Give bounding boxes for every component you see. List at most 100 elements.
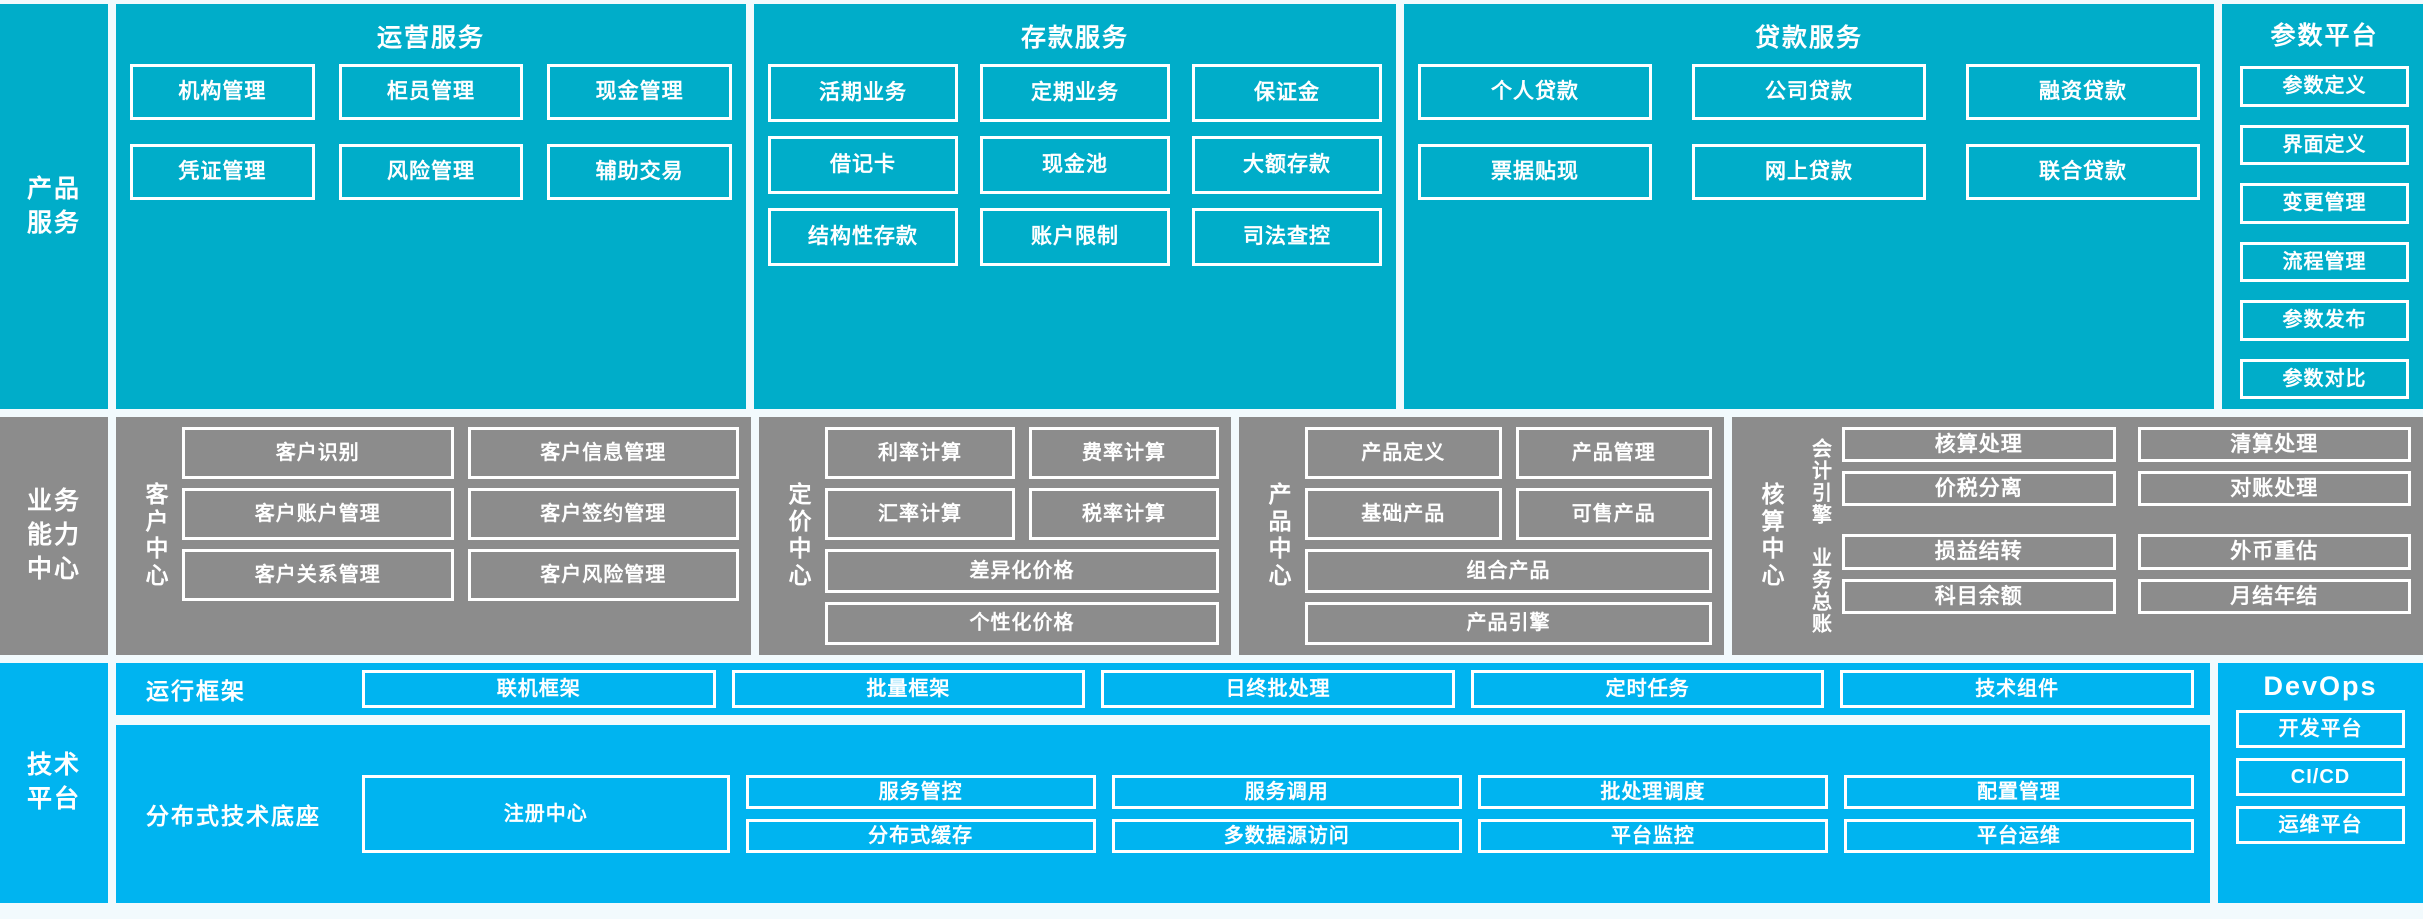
center-sublabel-general-ledger: 业务总账 (1808, 546, 1831, 635)
service-chip-financing-loan[interactable]: 融资贷款 (1966, 64, 2200, 120)
tech-chip-registry-center[interactable]: 注册中心 (362, 775, 730, 853)
tech-chip-technical-component[interactable]: 技术组件 (1840, 670, 2194, 708)
capability-chip-customer-contract-mgmt[interactable]: 客户签约管理 (467, 488, 739, 540)
capability-chip-subject-balance[interactable]: 科目余额 (1842, 578, 2116, 614)
center-label-customer: 客户中心 (142, 482, 168, 590)
tech-chip-scheduled-task[interactable]: 定时任务 (1470, 670, 1825, 708)
service-chip-structured-deposit[interactable]: 结构性存款 (768, 208, 958, 266)
capability-chip-customer-risk-mgmt[interactable]: 客户风险管理 (467, 549, 739, 601)
capability-chip-exchange-rate-calc[interactable]: 汇率计算 (825, 488, 1015, 540)
tech-chip-service-governance[interactable]: 服务管控 (745, 775, 1096, 809)
tech-chip-configuration-mgmt[interactable]: 配置管理 (1843, 775, 2194, 809)
capability-chip-sellable-product[interactable]: 可售产品 (1515, 488, 1712, 540)
group-items-deposit-service: 活期业务 定期业务 保证金 借记卡 现金池 大额存款 结构性存款 账户限制 司法… (768, 64, 1382, 395)
center-body-pricing: 利率计算 费率计算 汇率计算 税率计算 差异化价格 个性化价格 (825, 427, 1219, 645)
devops-chip-operations-platform[interactable]: 运维平台 (2236, 806, 2405, 844)
capability-chip-customer-identification[interactable]: 客户识别 (182, 427, 454, 479)
param-chip-param-compare[interactable]: 参数对比 (2240, 358, 2409, 399)
param-chip-ui-definition[interactable]: 界面定义 (2240, 124, 2409, 165)
tech-chip-batch-scheduling[interactable]: 批处理调度 (1477, 775, 1828, 809)
service-chip-judicial-control[interactable]: 司法查控 (1192, 208, 1382, 266)
capability-chip-reconciliation-processing[interactable]: 对账处理 (2137, 471, 2411, 507)
capability-chip-accounting-processing[interactable]: 核算处理 (1842, 427, 2116, 463)
group-title-operations-service: 运营服务 (376, 24, 485, 52)
accounting-divider (1842, 515, 2411, 525)
service-chip-margin-deposit[interactable]: 保证金 (1192, 64, 1382, 122)
capability-chip-customer-relationship-mgmt[interactable]: 客户关系管理 (182, 549, 454, 601)
band-runtime-framework: 运行框架 联机框架 批量框架 日终批处理 定时任务 技术组件 (116, 663, 2210, 715)
product-service-layer: 产品 服务 运营服务 机构管理 柜员管理 现金管理 凭证管理 风险管理 辅助交易… (0, 4, 2423, 409)
service-chip-online-loan[interactable]: 网上贷款 (1692, 144, 1926, 200)
capability-chip-fee-rate-calc[interactable]: 费率计算 (1029, 427, 1219, 479)
service-chip-voucher-mgmt[interactable]: 凭证管理 (130, 144, 315, 200)
service-chip-corporate-loan[interactable]: 公司贷款 (1692, 64, 1926, 120)
center-body-product: 产品定义 产品管理 基础产品 可售产品 组合产品 产品引擎 (1305, 427, 1712, 645)
service-chip-auxiliary-transaction[interactable]: 辅助交易 (547, 144, 732, 200)
service-chip-time-deposit[interactable]: 定期业务 (980, 64, 1170, 122)
capability-chip-foreign-currency-revaluation[interactable]: 外币重估 (2137, 534, 2411, 570)
accounting-chip-columns: 核算处理 清算处理 价税分离 对账处理 损益结转 外币重估 科目余额 月结年结 (1842, 427, 2411, 645)
center-row-customer-3: 客户关系管理 客户风险管理 (182, 549, 739, 601)
tech-chip-batch-framework[interactable]: 批量框架 (731, 670, 1086, 708)
param-chip-param-publish[interactable]: 参数发布 (2240, 300, 2409, 341)
service-chip-demand-deposit[interactable]: 活期业务 (768, 64, 958, 122)
tech-chip-platform-monitoring[interactable]: 平台监控 (1477, 819, 1828, 853)
service-chip-account-restriction[interactable]: 账户限制 (980, 208, 1170, 266)
center-row-customer-2: 客户账户管理 客户签约管理 (182, 488, 739, 540)
service-chip-cash-mgmt[interactable]: 现金管理 (547, 64, 732, 120)
tech-chip-platform-operations[interactable]: 平台运维 (1843, 819, 2194, 853)
devops-chip-ci-cd[interactable]: CI/CD (2236, 758, 2405, 796)
service-chip-cash-pool[interactable]: 现金池 (980, 136, 1170, 194)
capability-chip-personalized-price[interactable]: 个性化价格 (825, 601, 1219, 645)
tech-chip-service-invocation[interactable]: 服务调用 (1111, 775, 1462, 809)
service-chip-personal-loan[interactable]: 个人贷款 (1418, 64, 1652, 120)
center-label-accounting: 核算中心 (1758, 482, 1784, 590)
sidebar-title-devops: DevOps (2263, 671, 2378, 701)
tech-chip-eod-batch-processing[interactable]: 日终批处理 (1101, 670, 1455, 708)
technology-bands: 运行框架 联机框架 批量框架 日终批处理 定时任务 技术组件 分布式技术底座 注… (116, 663, 2210, 903)
param-chip-process-mgmt[interactable]: 流程管理 (2240, 241, 2409, 282)
service-chip-bill-discount[interactable]: 票据贴现 (1418, 144, 1652, 200)
center-row-product-2: 基础产品 可售产品 (1305, 488, 1712, 540)
service-chip-organization-mgmt[interactable]: 机构管理 (130, 64, 315, 120)
center-row-pricing-1: 利率计算 费率计算 (825, 427, 1219, 479)
service-chip-large-deposit[interactable]: 大额存款 (1192, 136, 1382, 194)
band-items-distributed-foundation: 注册中心 服务管控 服务调用 批处理调度 配置管理 分布式缓存 多数据源访问 平… (362, 775, 2194, 853)
capability-chip-settlement-processing[interactable]: 清算处理 (2137, 427, 2411, 463)
group-items-loan-service: 个人贷款 公司贷款 融资贷款 票据贴现 网上贷款 联合贷款 (1418, 64, 2200, 395)
capability-chip-month-year-end-closing[interactable]: 月结年结 (2137, 578, 2411, 614)
layer-label-technology-platform-text: 技术 平台 (26, 751, 81, 813)
capability-chip-profit-loss-carryover[interactable]: 损益结转 (1842, 534, 2116, 570)
center-body-accounting: 会计引擎 业务总账 核算处理 清算处理 价税分离 对账处理 损益结转 (1798, 427, 2411, 645)
capability-chip-tax-rate-calc[interactable]: 税率计算 (1029, 488, 1219, 540)
capability-chip-customer-info-mgmt[interactable]: 客户信息管理 (467, 427, 739, 479)
capability-chip-product-mgmt[interactable]: 产品管理 (1515, 427, 1712, 479)
center-row-accounting-3: 损益结转 外币重估 (1842, 534, 2411, 570)
capability-chip-interest-rate-calc[interactable]: 利率计算 (825, 427, 1015, 479)
capability-chip-product-definition[interactable]: 产品定义 (1305, 427, 1502, 479)
tech-chip-multi-datasource-access[interactable]: 多数据源访问 (1111, 819, 1462, 853)
capability-chip-price-tax-separation[interactable]: 价税分离 (1842, 471, 2116, 507)
devops-chip-development-platform[interactable]: 开发平台 (2236, 710, 2405, 748)
capability-chip-product-engine[interactable]: 产品引擎 (1305, 601, 1712, 645)
sidebar-title-param-platform: 参数平台 (2270, 22, 2379, 50)
param-chip-change-mgmt[interactable]: 变更管理 (2240, 183, 2409, 224)
group-title-loan-service: 贷款服务 (1754, 24, 1863, 52)
capability-chip-differentiated-price[interactable]: 差异化价格 (825, 549, 1219, 593)
service-chip-risk-mgmt[interactable]: 风险管理 (338, 144, 524, 200)
tech-chip-distributed-cache[interactable]: 分布式缓存 (745, 819, 1096, 853)
center-sublabel-accounting-engine: 会计引擎 (1808, 437, 1831, 526)
group-operations-service: 运营服务 机构管理 柜员管理 现金管理 凭证管理 风险管理 辅助交易 (116, 4, 746, 409)
center-row-accounting-2: 价税分离 对账处理 (1842, 471, 2411, 507)
center-row-pricing-2: 汇率计算 税率计算 (825, 488, 1219, 540)
service-chip-debit-card[interactable]: 借记卡 (768, 136, 958, 194)
capability-chip-customer-account-mgmt[interactable]: 客户账户管理 (182, 488, 454, 540)
group-items-operations-service: 机构管理 柜员管理 现金管理 凭证管理 风险管理 辅助交易 (130, 64, 732, 395)
service-chip-syndicated-loan[interactable]: 联合贷款 (1966, 144, 2200, 200)
tech-chip-online-framework[interactable]: 联机框架 (362, 670, 716, 708)
service-chip-teller-mgmt[interactable]: 柜员管理 (338, 64, 524, 120)
band-distributed-foundation: 分布式技术底座 注册中心 服务管控 服务调用 批处理调度 配置管理 分布式缓存 … (116, 725, 2210, 903)
capability-chip-basic-product[interactable]: 基础产品 (1305, 488, 1502, 540)
capability-chip-composite-product[interactable]: 组合产品 (1305, 549, 1712, 593)
param-chip-param-definition[interactable]: 参数定义 (2240, 66, 2409, 107)
